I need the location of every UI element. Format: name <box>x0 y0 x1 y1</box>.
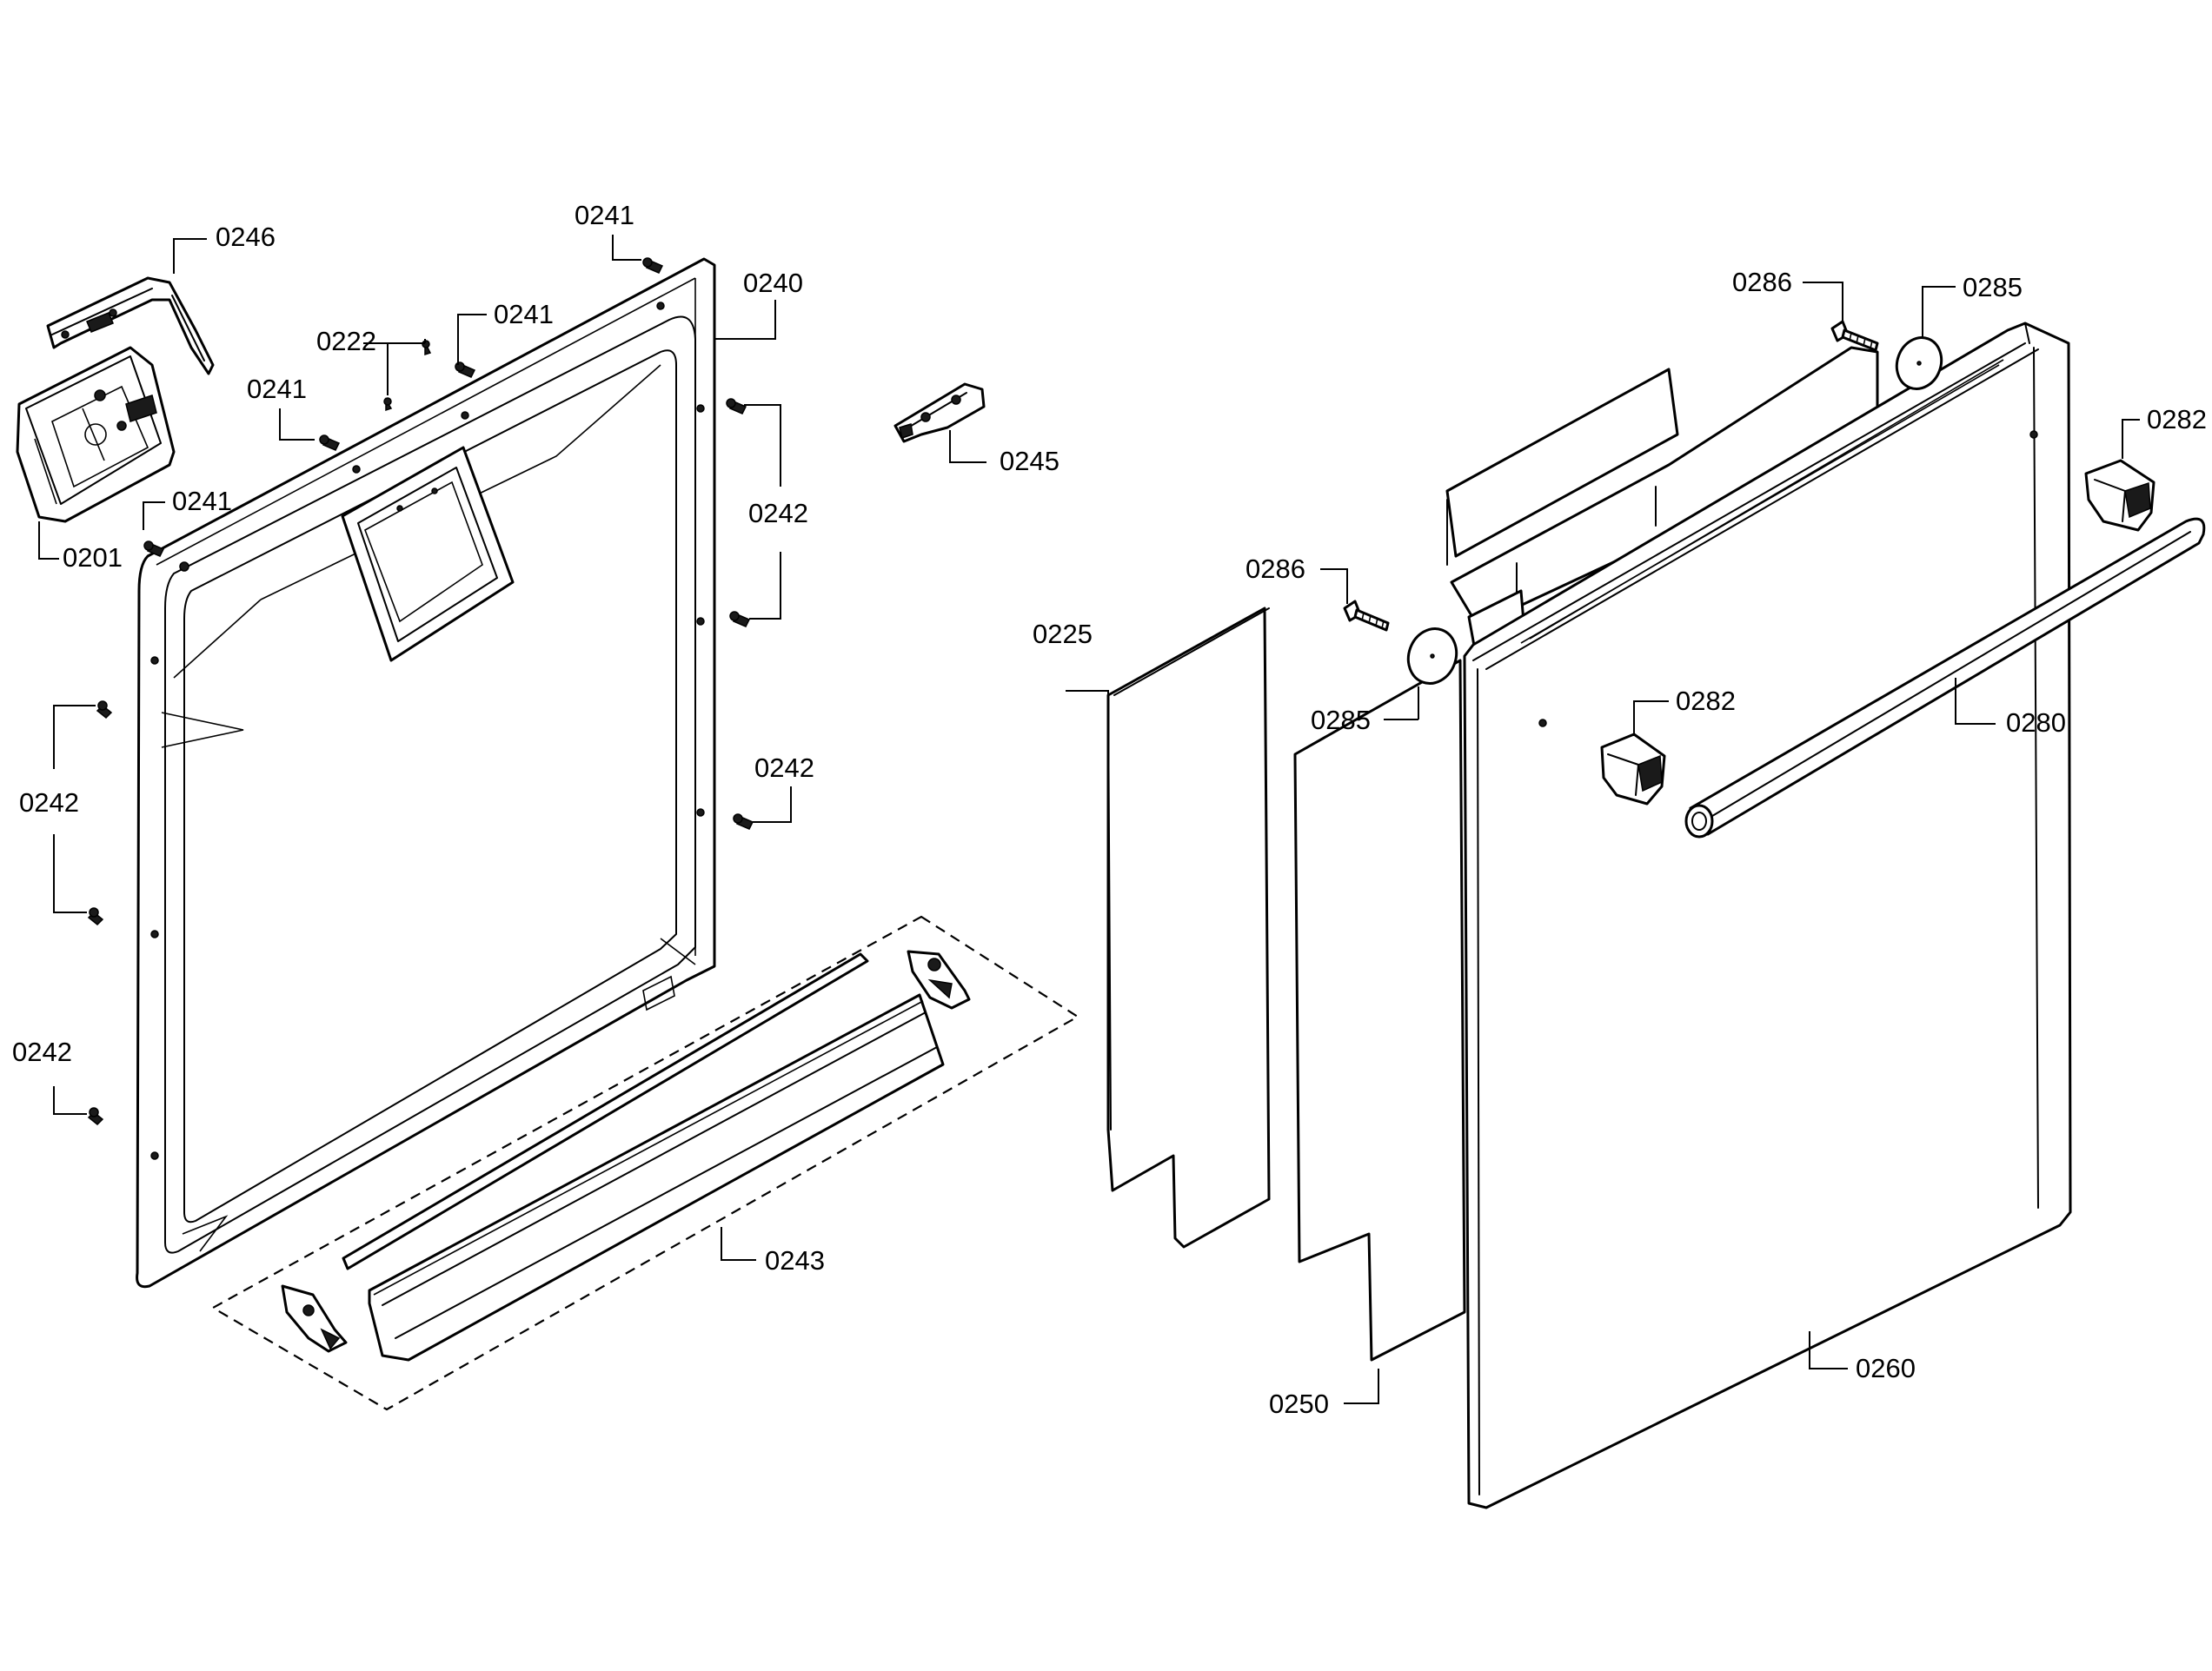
part-labels: 0246 0201 0241 0241 0222 0241 0241 0240 … <box>12 200 2207 1419</box>
label-0285-top: 0285 <box>1963 272 2023 302</box>
leader-lines <box>38 235 2140 1404</box>
screw-0242-r2 <box>729 611 751 627</box>
screw-0242-l2 <box>87 907 104 926</box>
label-0286-mid: 0286 <box>1245 554 1305 584</box>
label-0241-left: 0241 <box>247 374 307 404</box>
label-0286-top: 0286 <box>1732 267 1792 297</box>
label-0242-right-bottom: 0242 <box>754 753 814 783</box>
label-0285-mid: 0285 <box>1311 705 1371 735</box>
label-0241-top: 0241 <box>575 200 634 230</box>
washer-0285-top <box>1895 336 1943 390</box>
inner-door-frame <box>136 257 716 1289</box>
screw-icons <box>87 257 754 1126</box>
bolt-0286-mid <box>1343 600 1390 632</box>
label-0242-left-top: 0242 <box>19 787 79 818</box>
screw-0242-r1 <box>726 398 747 414</box>
dispenser-bracket <box>46 276 215 375</box>
label-0225: 0225 <box>1033 619 1093 649</box>
label-0245: 0245 <box>1000 446 1060 476</box>
screw-0241-mid <box>455 361 476 378</box>
label-0242-right-top: 0242 <box>748 498 808 528</box>
screw-0241-left <box>319 434 341 451</box>
label-0282-right: 0282 <box>2147 404 2207 434</box>
label-0242-left-bottom: 0242 <box>12 1037 72 1067</box>
outer-door-panel-0260 <box>1463 322 2072 1509</box>
screw-0241-dispenser <box>143 540 165 557</box>
screw-0242-r3 <box>733 813 754 830</box>
screw-0222-b <box>383 397 393 412</box>
screw-0242-l3 <box>87 1107 104 1126</box>
bolt-0286-top <box>1830 320 1879 352</box>
label-0246: 0246 <box>216 222 276 252</box>
frame-rivets <box>150 302 705 1160</box>
label-0222: 0222 <box>316 326 376 356</box>
label-0250: 0250 <box>1269 1389 1329 1419</box>
washer-0285-mid <box>1406 627 1458 685</box>
handle-cap-left-0282 <box>1600 733 1666 806</box>
hinge-clip <box>893 382 986 443</box>
hinge-left <box>281 1284 348 1353</box>
top-insulation-strips <box>1445 346 1879 666</box>
screw-0241-top <box>642 257 664 274</box>
label-0241-mid: 0241 <box>494 299 554 329</box>
door-handle-0280 <box>1684 517 2206 839</box>
label-0201: 0201 <box>63 542 123 573</box>
handle-cap-right-0282 <box>2084 459 2156 532</box>
screw-0242-l1 <box>96 700 113 719</box>
label-0260: 0260 <box>1856 1353 1916 1383</box>
dispenser-opening <box>341 446 515 662</box>
label-0282-left: 0282 <box>1676 686 1736 716</box>
label-0280: 0280 <box>2006 707 2066 738</box>
label-0243: 0243 <box>765 1245 825 1276</box>
hinge-right <box>907 950 971 1010</box>
label-0241-dispenser: 0241 <box>172 486 232 516</box>
label-0240: 0240 <box>743 268 803 298</box>
inner-panel-0250 <box>1293 659 1466 1362</box>
detergent-dispenser <box>16 346 176 523</box>
bottom-seal-set <box>210 915 1080 1411</box>
insulation-panel-0225 <box>1106 607 1271 1249</box>
